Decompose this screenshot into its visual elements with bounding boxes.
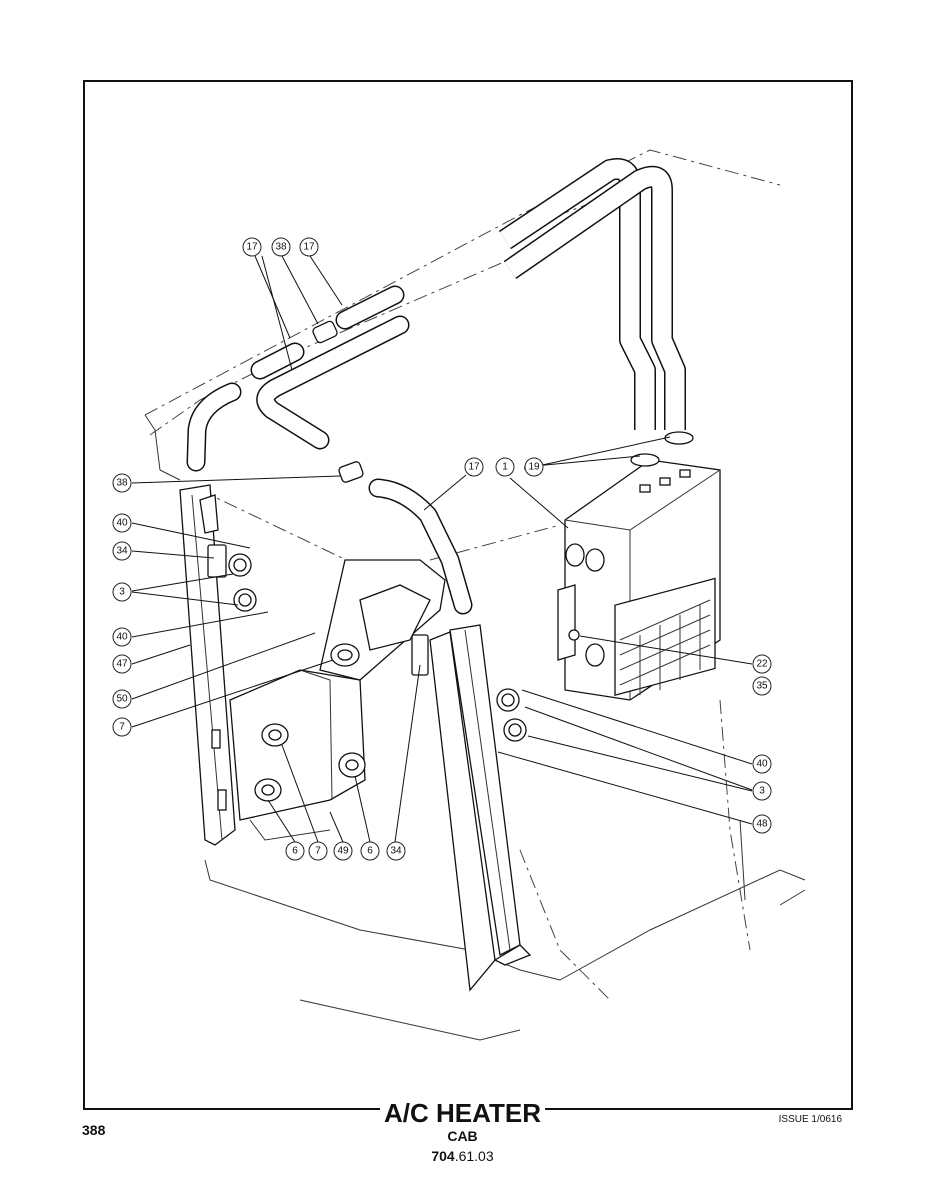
callout-3-left: 3 [112,582,132,602]
callout-1: 1 [495,457,515,477]
callout-35: 35 [752,676,772,696]
svg-text:50: 50 [116,694,128,705]
callout-38-top: 38 [271,237,291,257]
svg-text:47: 47 [116,659,128,670]
left-pillar-panel [179,484,236,846]
callout-22: 22 [752,654,772,674]
callout-40-upper-left: 40 [112,513,132,533]
svg-text:17: 17 [303,242,315,253]
page-title-text: A/C HEATER [380,1098,545,1128]
vent-outlets [254,643,366,802]
page-title: A/C HEATER [0,1098,925,1129]
page-number: 388 [82,1122,106,1138]
callout-40-right: 40 [752,754,772,774]
svg-text:22: 22 [756,659,768,670]
document-number: 704.61.03 [0,1148,925,1164]
svg-text:34: 34 [116,546,128,557]
svg-text:40: 40 [116,518,128,529]
svg-text:3: 3 [119,587,125,598]
callout-17-top-left: 17 [242,237,262,257]
issue-label: ISSUE 1/0616 [778,1114,842,1125]
callout-17-center: 17 [464,457,484,477]
callout-38-left: 38 [112,473,132,493]
svg-text:38: 38 [116,478,128,489]
callout-48: 48 [752,814,772,834]
svg-text:40: 40 [756,759,768,770]
leader-lines [131,255,753,843]
callout-34-bottom: 34 [386,841,406,861]
callout-34-left: 34 [112,541,132,561]
callout-3-right: 3 [752,781,772,801]
svg-text:48: 48 [756,819,768,830]
svg-text:35: 35 [756,681,768,692]
callout-50: 50 [112,689,132,709]
document-number-bold: 704 [431,1148,455,1164]
callout-17-top-right: 17 [299,237,319,257]
couplers-and-clamps [207,320,694,742]
svg-text:7: 7 [119,722,125,733]
callout-19: 19 [524,457,544,477]
callout-7-bottom: 7 [308,841,328,861]
callout-6-right: 6 [360,841,380,861]
callout-49: 49 [333,841,353,861]
svg-text:38: 38 [275,242,287,253]
svg-text:3: 3 [759,786,765,797]
svg-text:49: 49 [337,846,349,857]
svg-text:6: 6 [292,846,298,857]
svg-text:1: 1 [502,462,508,473]
callout-40-lower-left: 40 [112,627,132,647]
svg-text:17: 17 [246,242,258,253]
right-pillar-channel [429,624,532,992]
callout-47: 47 [112,654,132,674]
svg-text:19: 19 [528,462,540,473]
svg-text:34: 34 [390,846,402,857]
document-number-rest: .61.03 [454,1148,494,1164]
heater-hoses [186,158,686,615]
svg-text:6: 6 [367,846,373,857]
svg-text:40: 40 [116,632,128,643]
svg-text:17: 17 [468,462,480,473]
page-subtitle: CAB [447,1128,478,1144]
heater-unit [557,459,721,701]
callout-6-left: 6 [285,841,305,861]
svg-text:7: 7 [315,846,321,857]
callout-7-left: 7 [112,717,132,737]
heater-grille [619,599,711,695]
